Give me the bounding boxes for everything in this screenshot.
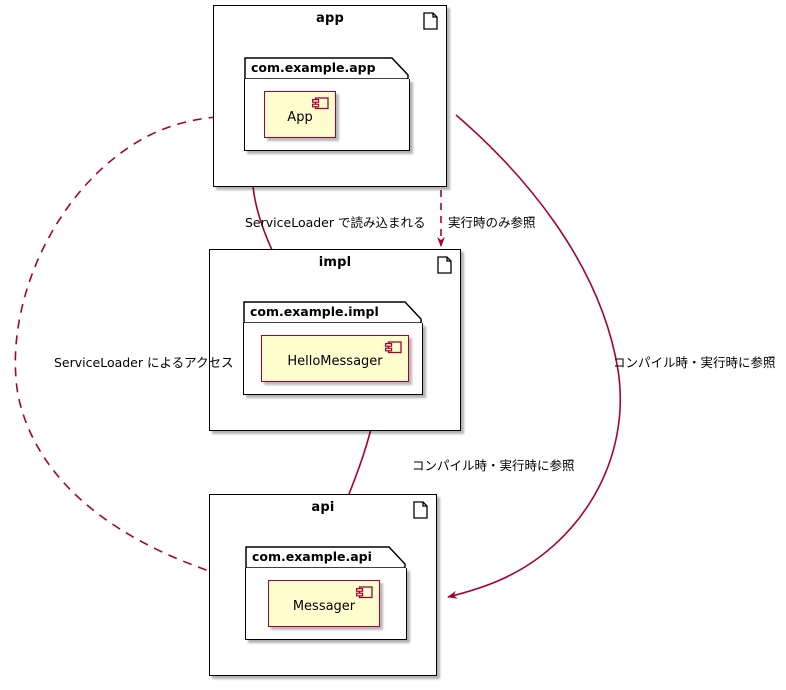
- edge-label-impl-to-app: ServiceLoader で読み込まれる: [245, 215, 426, 230]
- edge-label-app-to-impl: 実行時のみ参照: [448, 215, 536, 230]
- component-app-label: App: [287, 110, 313, 125]
- package-impl-tab: com.example.impl: [243, 301, 423, 324]
- document-icon: [423, 12, 438, 30]
- component-app[interactable]: App: [264, 91, 336, 138]
- package-impl-body: HelloMessager: [243, 323, 423, 395]
- package-api-body: Messager: [245, 568, 407, 640]
- edge-app-to-api: [447, 114, 622, 599]
- component-icon: [356, 586, 373, 599]
- artifact-app[interactable]: app com.example.app App: [213, 5, 447, 187]
- component-messager-label: Messager: [292, 599, 356, 614]
- component-hellomessager-label: HelloMessager: [287, 354, 383, 369]
- component-icon: [312, 97, 329, 110]
- package-app-label: com.example.app: [251, 60, 376, 75]
- component-hellomessager[interactable]: HelloMessager: [261, 335, 409, 382]
- artifact-app-title: app: [316, 11, 344, 26]
- package-com-example-api[interactable]: com.example.api Messager: [245, 546, 407, 640]
- artifact-api-title: api: [311, 500, 335, 515]
- package-api-tab: com.example.api: [245, 546, 407, 569]
- artifact-api[interactable]: api com.example.api Message: [209, 494, 437, 676]
- package-app-tab: com.example.app: [244, 57, 410, 80]
- package-app-body: App: [244, 79, 410, 151]
- component-messager[interactable]: Messager: [268, 580, 380, 627]
- package-com-example-app[interactable]: com.example.app App: [244, 57, 410, 151]
- edge-label-impl-to-api: コンパイル時・実行時に参照: [412, 458, 575, 473]
- component-icon: [385, 341, 402, 354]
- edge-label-messager-to-app: ServiceLoader によるアクセス: [54, 355, 234, 370]
- artifact-impl-title: impl: [318, 255, 352, 270]
- package-impl-label: com.example.impl: [250, 304, 379, 319]
- edge-label-app-to-api: コンパイル時・実行時に参照: [613, 355, 776, 370]
- document-icon: [437, 256, 452, 274]
- package-api-label: com.example.api: [252, 549, 372, 564]
- package-com-example-impl[interactable]: com.example.impl HelloMessager: [243, 301, 423, 395]
- artifact-impl[interactable]: impl com.example.impl Hello: [209, 249, 461, 431]
- document-icon: [413, 501, 428, 519]
